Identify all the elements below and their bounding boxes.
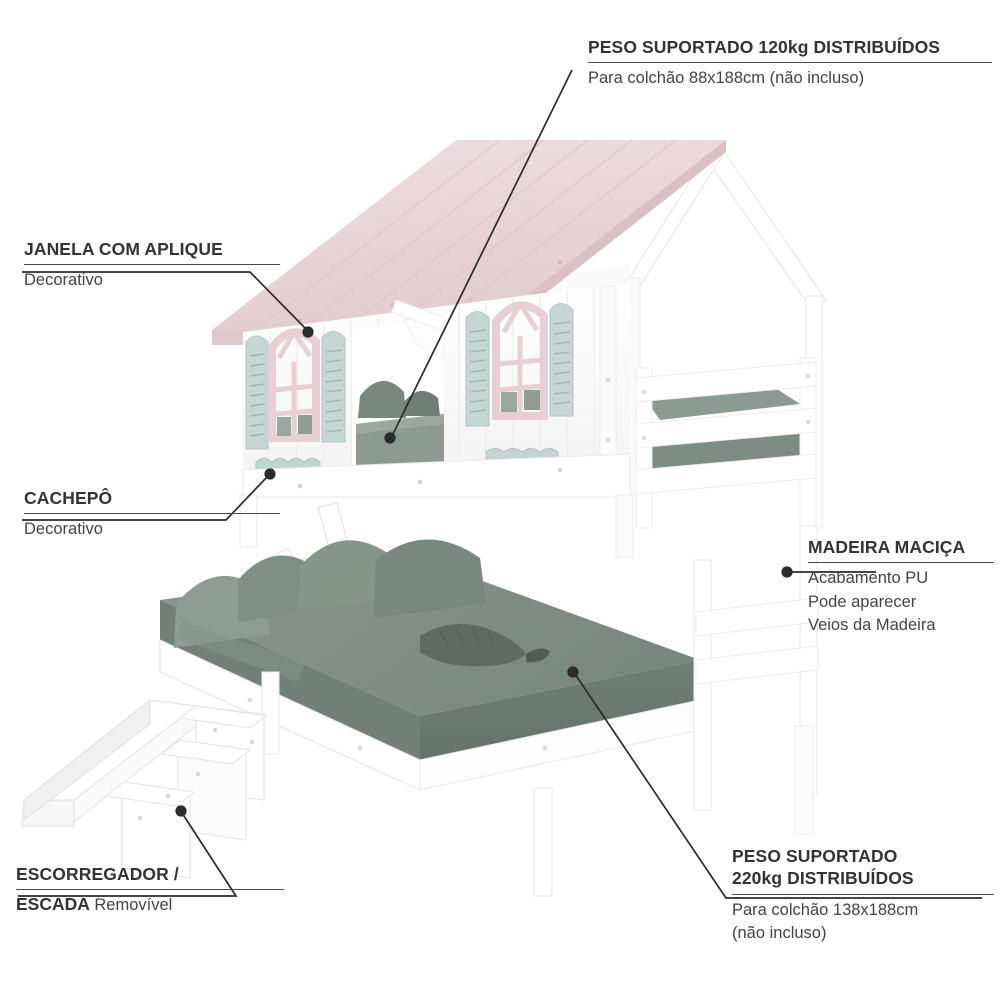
upper-bunk-house	[212, 139, 827, 558]
callout-subtitle: Para colchão 88x188cm (não incluso)	[588, 69, 865, 88]
callout-subtitle: Removível	[94, 896, 173, 915]
callout-cachepo: CACHEPÔ Decorativo	[24, 487, 280, 542]
shutter-left-a	[245, 335, 269, 450]
leader-janela	[22, 271, 308, 331]
upper-support-legs	[239, 494, 634, 558]
callout-line-1: Acabamento PU	[808, 569, 929, 588]
callout-peso-inferior: PESO SUPORTADO 220kg DISTRIBUÍDOS Para c…	[732, 845, 994, 946]
callout-title: PESO SUPORTADO 120kg DISTRIBUÍDOS	[588, 37, 941, 57]
plush-whale-toy	[420, 623, 550, 667]
bedding	[174, 539, 486, 682]
callout-subtitle: Decorativo	[24, 520, 103, 539]
shutter-right-b	[549, 303, 574, 417]
window-frame-right	[492, 301, 548, 420]
callout-title: MADEIRA MACIÇA	[808, 537, 966, 557]
callout-escorregador: ESCORREGADOR / ESCADA Removível	[16, 863, 284, 915]
upper-mattress	[356, 380, 444, 468]
callout-line-3: Veios da Madeira	[808, 616, 936, 635]
callout-title-line-2: ESCADA	[16, 894, 90, 915]
leader-peso120	[391, 69, 573, 437]
upper-platform-edge	[242, 453, 631, 498]
shutter-left-b	[321, 331, 346, 443]
shutter-right-a	[465, 311, 490, 427]
callout-rule	[16, 889, 284, 891]
leader-lines	[18, 69, 982, 899]
upper-guard-rail	[635, 357, 817, 529]
callout-madeira: MADEIRA MACIÇA Acabamento PU Pode aparec…	[808, 536, 994, 638]
lower-bunk	[159, 525, 819, 897]
callout-subtitle-line-1: Para colchão 138x188cm	[732, 900, 919, 919]
callout-title-line-1: ESCORREGADOR /	[16, 864, 179, 884]
callout-rule	[808, 562, 994, 564]
callout-line-2: Pode aparecer	[808, 592, 917, 611]
slide-and-stairs	[21, 698, 268, 879]
leader-escada	[18, 812, 238, 897]
callout-title: JANELA COM APLIQUE	[24, 239, 223, 259]
lower-bed-end-rail	[693, 525, 819, 811]
callout-rule	[24, 513, 280, 515]
window-right	[465, 301, 574, 479]
callout-rule	[24, 264, 280, 266]
callout-title-line-2-row: ESCADA Removível	[16, 894, 284, 915]
callout-rule	[588, 62, 992, 64]
callout-janela: JANELA COM APLIQUE Decorativo	[24, 238, 280, 293]
stairs	[104, 705, 268, 879]
leader-peso220	[574, 673, 982, 899]
callout-peso-superior: PESO SUPORTADO 120kg DISTRIBUÍDOS Para c…	[588, 36, 992, 91]
callout-title-line-2: 220kg DISTRIBUÍDOS	[732, 868, 914, 889]
callout-subtitle: Decorativo	[24, 271, 103, 290]
callout-title-line-1: PESO SUPORTADO	[732, 846, 898, 866]
leader-cachepo	[22, 475, 269, 521]
callout-rule	[732, 893, 994, 895]
callout-subtitle-line-2: (não incluso)	[732, 924, 827, 943]
callout-title: CACHEPÔ	[24, 488, 113, 508]
bed-legs	[261, 671, 814, 897]
slide	[21, 698, 198, 827]
window-frame-left	[268, 328, 320, 442]
